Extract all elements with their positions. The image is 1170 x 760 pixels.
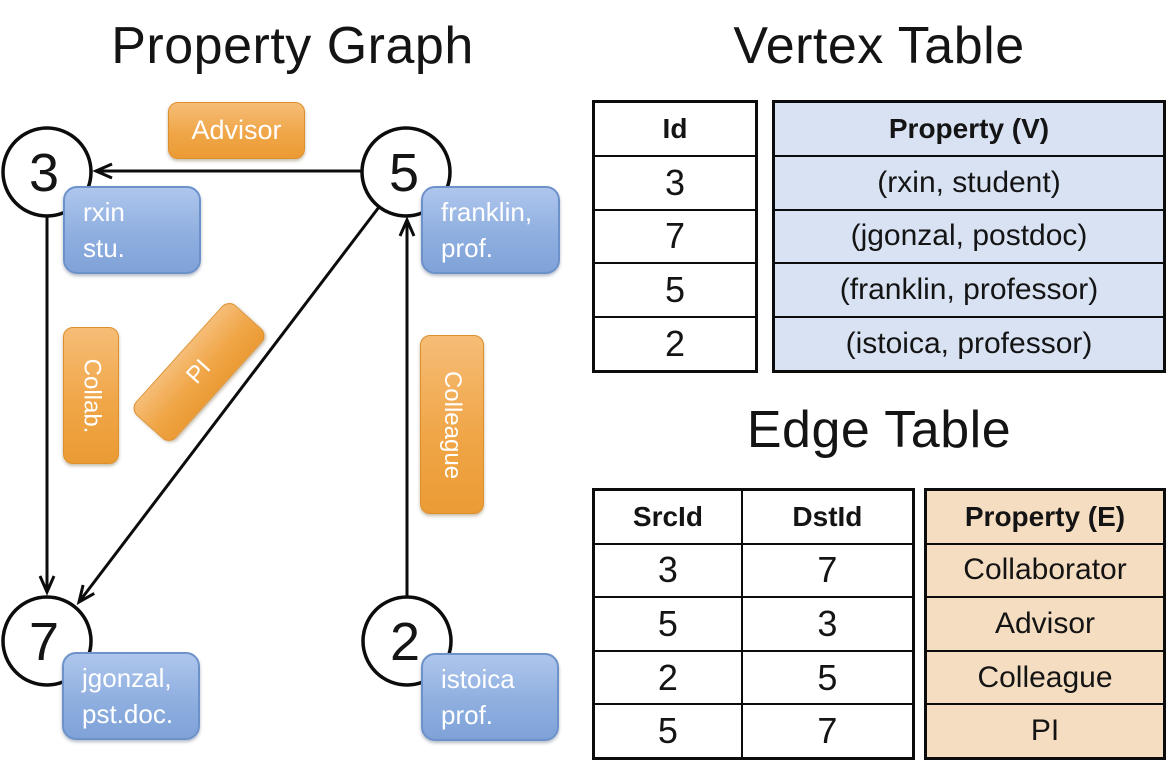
prop-chip-rxin-line2: stu. [83,233,125,263]
edge-chip-advisor: Advisor [168,102,305,159]
edge-dst-cell: 7 [740,544,912,597]
table-row: Collaborator [927,542,1163,597]
prop-chip-istoica-line1: istoica [441,663,515,694]
table-row: (istoica, professor) [775,316,1163,370]
edge-chip-colleague: Colleague [420,335,484,514]
edge-chip-collab: Collab. [63,327,119,464]
vertex-table-title: Vertex Table [733,17,1025,75]
edge-table-property-column: Property (E) Collaborator Advisor Collea… [924,488,1166,760]
edge-pi-5-to-7 [76,206,381,605]
vertex-id-header: Id [662,112,688,144]
table-row: Property (E) [927,491,1163,543]
table-row: 3 [595,154,755,209]
vertex-id-cell: 2 [664,323,686,365]
vertex-id-cell: 3 [664,161,686,203]
table-row: 2 [595,316,755,370]
prop-chip-franklin-line1: franklin, [441,196,533,227]
table-row: (franklin, professor) [775,262,1163,316]
edge-chip-collab-label: Collab. [78,358,105,433]
table-row: 5 [595,262,755,316]
edge-src-cell: 5 [657,710,678,752]
table-row: 5 7 [595,703,912,757]
table-row: Advisor [927,596,1163,650]
prop-chip-jgonzal-line1: jgonzal, [82,662,172,693]
table-row: Property (V) [775,103,1163,155]
edge-chip-colleague-label: Colleague [439,370,466,479]
edge-table-title: Edge Table [746,401,1012,459]
prop-chip-jgonzal-line2: pst.doc. [82,699,174,729]
edge-src-cell: 5 [657,602,678,644]
prop-chip-rxin-line1: rxin [83,196,125,227]
edge-dst-cell: 7 [740,705,912,757]
edge-property-cell: Advisor [994,606,1096,640]
table-row: 3 7 [595,542,912,597]
vertex-property-cell: (jgonzal, postdoc) [850,219,1088,253]
vertex-id-cell: 7 [664,215,686,257]
table-row: Colleague [927,649,1163,704]
edge-src-cell: 2 [657,656,678,698]
table-row: 5 3 [595,596,912,650]
edge-property-header: Property (E) [964,500,1126,532]
edge-dst-cell: 5 [740,651,912,704]
vertex-property-cell: (istoica, professor) [845,327,1093,361]
node-2-label: 2 [390,612,420,672]
table-row: (jgonzal, postdoc) [775,208,1163,263]
prop-chip-istoica-line2: prof. [441,700,494,730]
table-row: SrcId DstId [595,491,912,543]
edge-property-cell: Collaborator [963,553,1127,587]
table-row: PI [927,703,1163,757]
vertex-property-cell: (franklin, professor) [839,273,1099,307]
vertex-table-property-column: Property (V) (rxin, student) (jgonzal, p… [772,100,1166,373]
prop-chip-istoica: istoica prof. [421,653,559,741]
edge-dst-cell: 3 [740,598,912,650]
edge-chip-advisor-label: Advisor [191,115,282,145]
prop-chip-franklin: franklin, prof. [421,186,560,274]
edge-src-header: SrcId [632,500,703,532]
edge-src-cell: 3 [657,549,678,591]
vertex-property-header: Property (V) [888,112,1050,144]
table-row: Id [595,103,755,155]
vertex-property-cell: (rxin, student) [877,165,1061,199]
edge-property-cell: Colleague [977,660,1113,694]
prop-chip-rxin: rxin stu. [63,186,201,274]
table-row: 7 [595,208,755,263]
node-5-label: 5 [389,143,419,203]
vertex-id-cell: 5 [664,269,686,311]
table-row: 2 5 [595,649,912,704]
node-7-label: 7 [29,612,59,672]
edge-property-cell: PI [1030,714,1060,748]
vertex-table-id-column: Id 3 7 5 2 [592,100,758,373]
node-3-label: 3 [29,143,59,203]
edge-dst-header: DstId [740,491,912,543]
edge-table-id-columns: SrcId DstId 3 7 5 3 2 5 5 7 [592,488,915,760]
prop-chip-jgonzal: jgonzal, pst.doc. [62,652,200,740]
property-graph-title: Property Graph [111,17,474,75]
edge-chip-pi-label: PI [181,354,217,390]
table-row: (rxin, student) [775,154,1163,209]
prop-chip-franklin-line2: prof. [441,233,494,263]
